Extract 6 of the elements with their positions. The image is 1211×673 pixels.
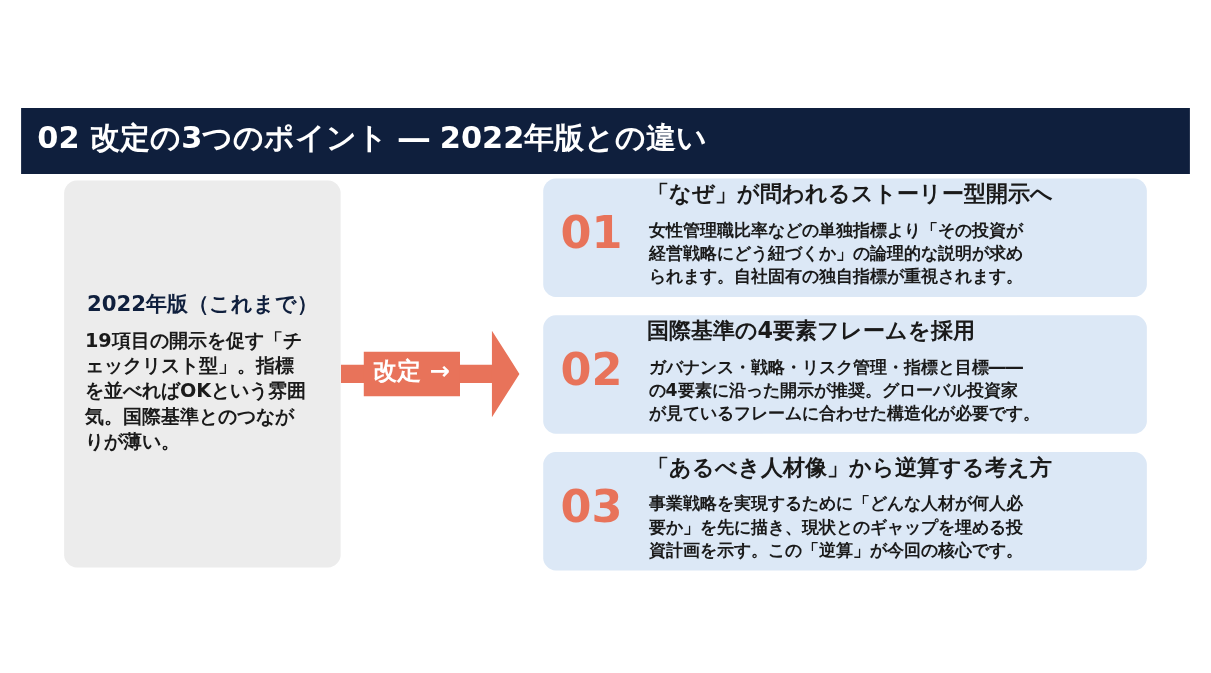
diagram-title: 02 改定の3つのポイント ― 2022年版との違い [37,119,708,155]
node-box: 01 「なぜ」が問われるストーリー型開示へ 女性管理職比率などの単独指標より「その投資が経営戦略にどう紐づくか」の論理的な説明が求められます。自社固有の独自指標が重視されます。 [543,178,1147,297]
edge-label: 改定 → [373,355,451,385]
node-box: 2022年版（これまで） 19項目の開示を促す「チェックリスト型」。指標を並べればOKという雰囲気。国際基準とのつながりが薄い。 [64,180,341,567]
node-box: 03 「あるべき人材像」から逆算する考え方 事業戦略を実現するために「どんな人材が何人必要か」を先に描き、現状とのギャップを埋める投資計画を示す。この「逆算」が今回の核心です。 [543,451,1147,570]
node-box: 02 国際基準の4要素フレームを採用 ガバナンス・戦略・リスク管理・指標と目標――の4要素に沿った開示が推奨。グローバル投資家が見ているフレームに合わせた構造化が必要です。 [543,314,1147,434]
